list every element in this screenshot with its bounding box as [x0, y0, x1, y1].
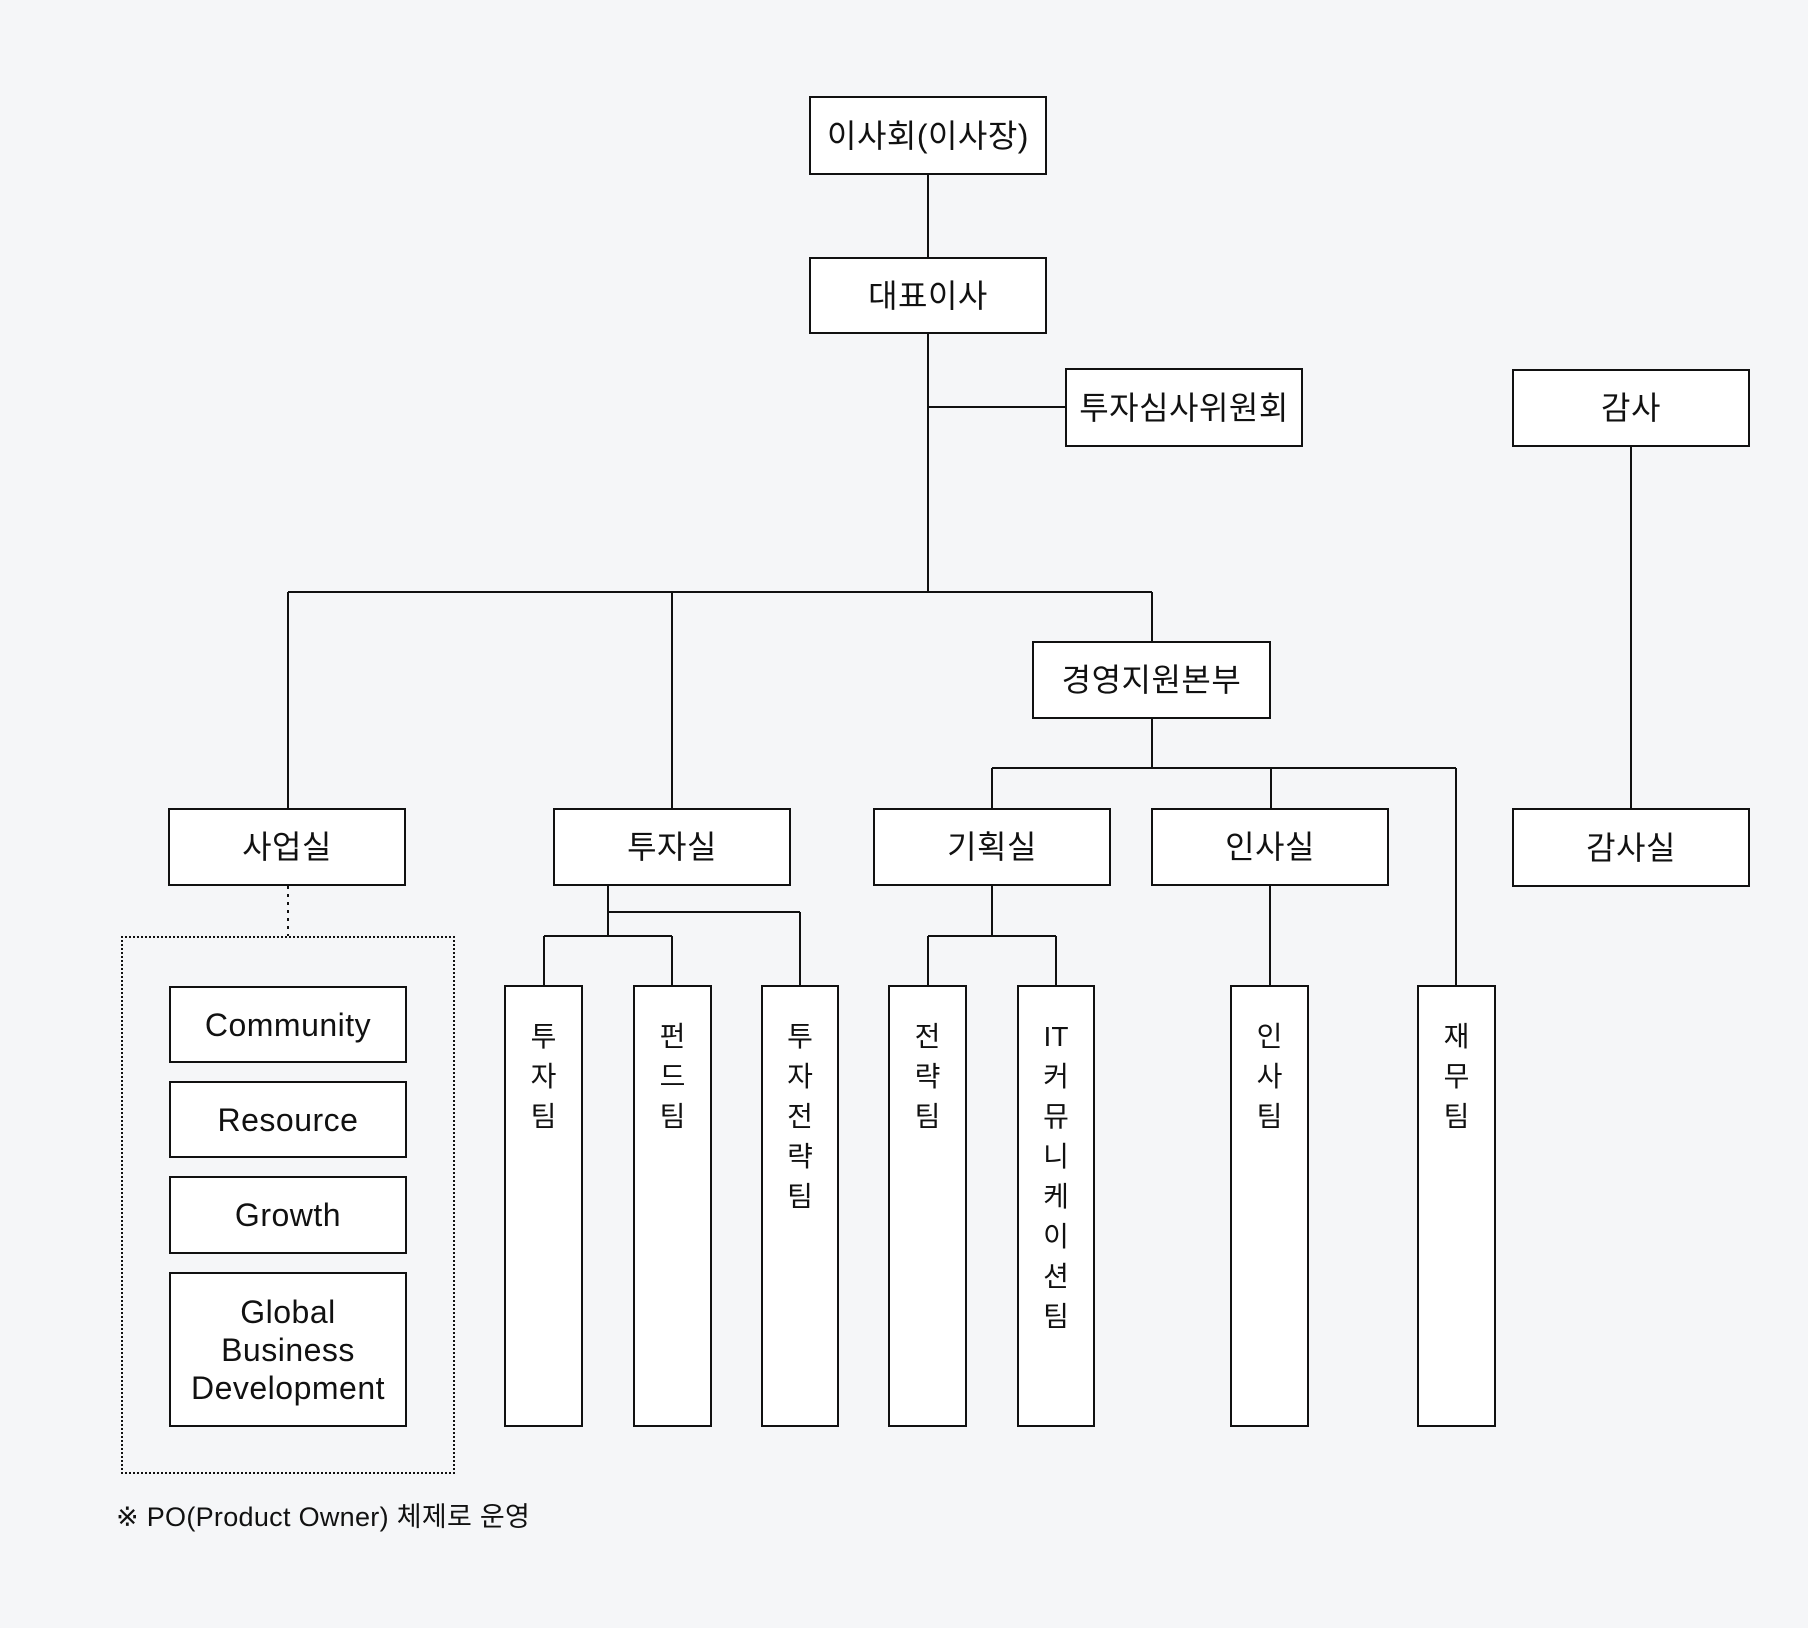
node-auditor: 감사: [1512, 369, 1750, 447]
node-business-office: 사업실: [168, 808, 406, 886]
node-fund-team: 펀 드 팀: [633, 985, 712, 1427]
node-it-communication-team: IT 커 뮤 니 케 이 션 팀: [1017, 985, 1095, 1427]
po-units-frame: [121, 936, 455, 1474]
node-investment-strategy-team: 투 자 전 략 팀: [761, 985, 839, 1427]
node-community: Community: [169, 986, 407, 1063]
node-strategy-team: 전 략 팀: [888, 985, 967, 1427]
node-management-support-hq: 경영지원본부: [1032, 641, 1271, 719]
node-hr-team: 인 사 팀: [1230, 985, 1309, 1427]
node-finance-team: 재 무 팀: [1417, 985, 1496, 1427]
node-board-of-directors: 이사회(이사장): [809, 96, 1047, 175]
node-planning-office: 기획실: [873, 808, 1111, 886]
node-audit-office: 감사실: [1512, 808, 1750, 887]
node-ceo: 대표이사: [809, 257, 1047, 334]
node-global-business-development: Global Business Development: [169, 1272, 407, 1427]
org-footnote: ※ PO(Product Owner) 체제로 운영: [116, 1502, 531, 1532]
node-hr-office: 인사실: [1151, 808, 1389, 886]
node-investment-review-committee: 투자심사위원회: [1065, 368, 1303, 447]
node-investment-team: 투 자 팀: [504, 985, 583, 1427]
node-resource: Resource: [169, 1081, 407, 1158]
node-investment-office: 투자실: [553, 808, 791, 886]
node-growth: Growth: [169, 1176, 407, 1254]
